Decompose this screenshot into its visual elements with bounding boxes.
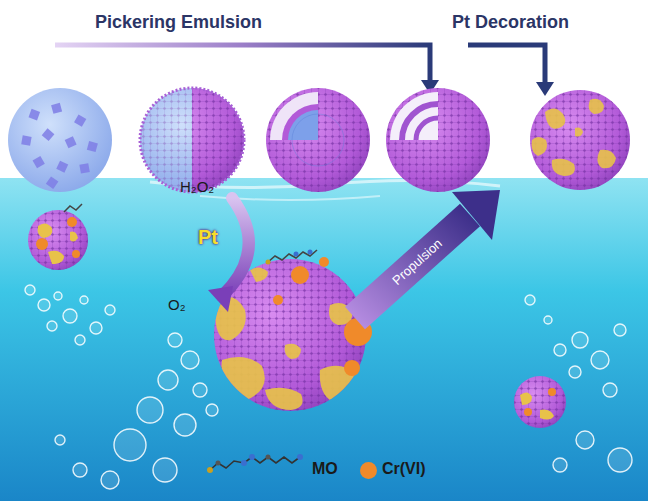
legend-text: Cr(VI) <box>382 460 426 478</box>
product-label: O₂ <box>168 296 186 313</box>
catalyst-label: Pt <box>198 226 218 249</box>
reactant-label: H₂O₂ <box>180 178 214 195</box>
step-label: Pt Decoration <box>452 12 569 33</box>
legend-swatch <box>360 462 377 479</box>
step-label: Pickering Emulsion <box>95 12 262 33</box>
legend-text: MO <box>312 460 338 478</box>
